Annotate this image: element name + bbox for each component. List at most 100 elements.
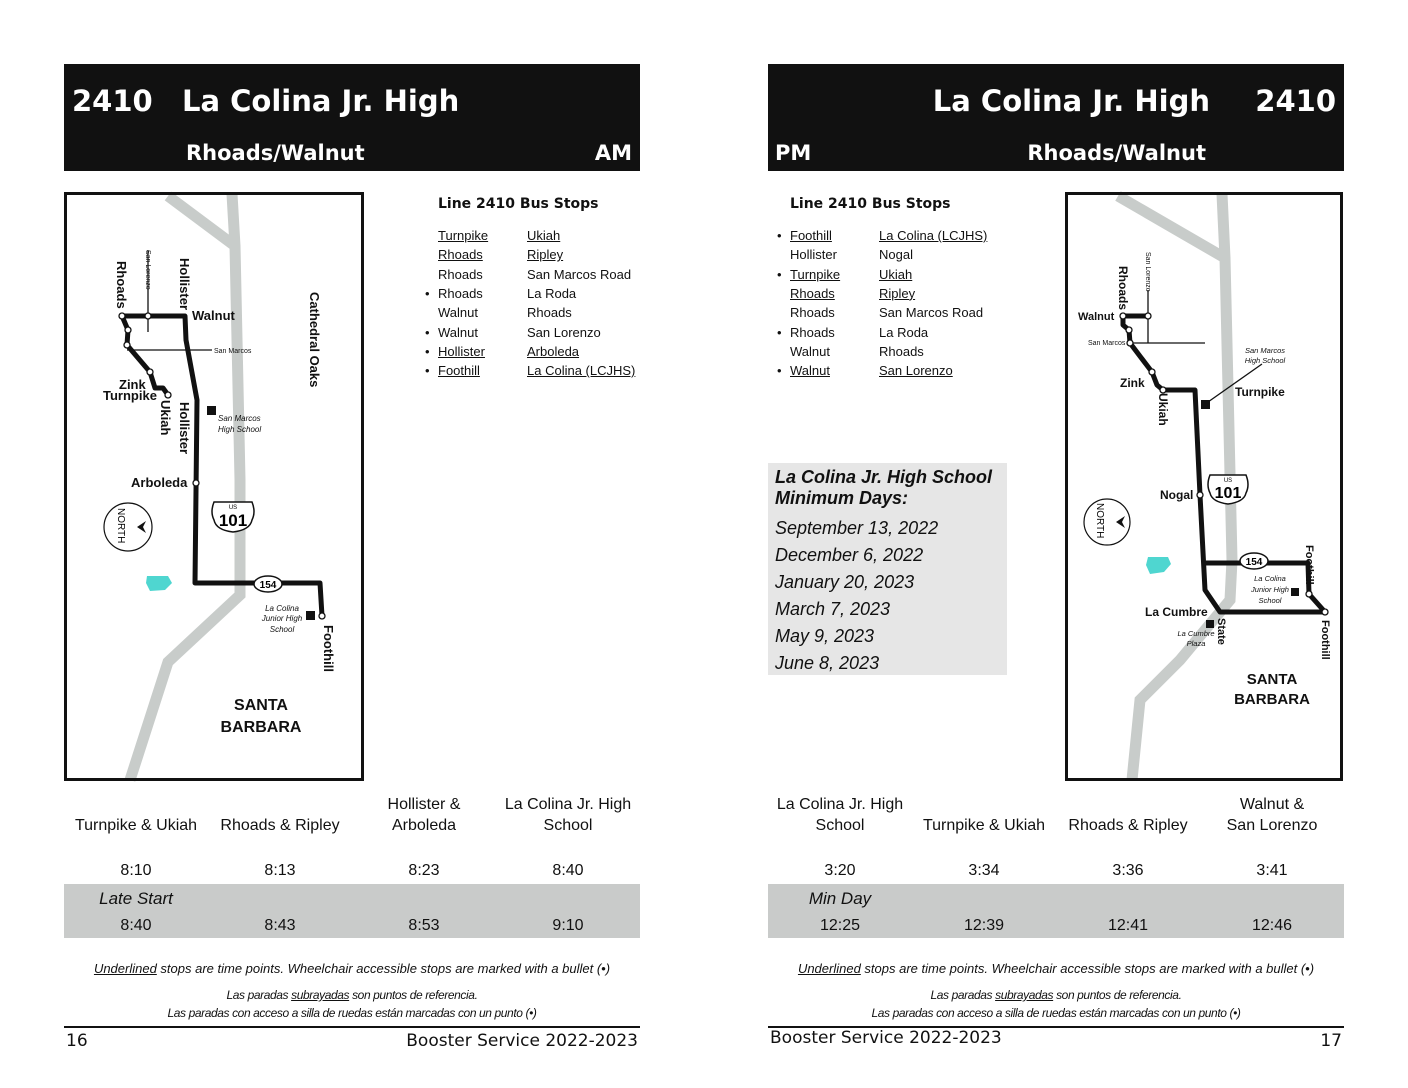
- stop-cross-street: San Marcos Road: [879, 305, 984, 321]
- stop-cross-street: Ripley: [879, 285, 916, 301]
- page-number: 17: [1320, 1031, 1342, 1051]
- route-number: 2410: [72, 84, 153, 118]
- label-foothill-top: Foothill: [1303, 545, 1315, 585]
- stop-name: Walnut: [790, 343, 830, 359]
- label-turnpike: Turnpike: [1235, 385, 1285, 399]
- school-marker: [207, 406, 216, 415]
- stop-name: Rhoads: [438, 247, 483, 263]
- label-cathedral-oaks: Cathedral Oaks: [307, 292, 322, 387]
- right-footer: Booster Service 2022-2023 17: [768, 1026, 1344, 1052]
- label-turnpike: Turnpike: [103, 388, 157, 403]
- column-header: Arboleda: [391, 817, 457, 834]
- publication-title: Booster Service 2022-2023: [770, 1028, 1002, 1048]
- accessible-bullet-icon: •: [777, 363, 782, 379]
- departure-time: 8:23: [408, 862, 440, 879]
- svg-text:101: 101: [1215, 485, 1242, 502]
- svg-text:US: US: [1224, 478, 1232, 484]
- stop-cross-street: Arboleda: [527, 343, 580, 359]
- school-marker: [1201, 400, 1210, 409]
- label-san-lorenzo: San Lorenzo: [144, 250, 151, 290]
- stop-cross-street: San Marcos Road: [527, 266, 632, 282]
- us-101-shield-icon: US 101: [1207, 474, 1249, 505]
- stop-name: Walnut: [438, 305, 478, 321]
- alt-departure-time: 12:39: [963, 917, 1005, 934]
- alt-schedule-label: Min Day: [808, 889, 872, 908]
- svg-text:154: 154: [260, 580, 277, 591]
- stop-cross-street: Ukiah: [879, 266, 913, 282]
- svg-text:154: 154: [1246, 557, 1263, 568]
- label-ukiah: Ukiah: [1156, 393, 1170, 426]
- departure-time: 8:10: [120, 862, 152, 879]
- label-arboleda: Arboleda: [131, 475, 188, 490]
- svg-text:NORTH: NORTH: [1094, 503, 1105, 538]
- stop-cross-street: Ripley: [527, 247, 564, 263]
- highway-101-road: [1115, 191, 1238, 781]
- departure-time: 3:41: [1256, 862, 1288, 879]
- stops-title: Line 2410 Bus Stops: [790, 196, 951, 212]
- area-name: Rhoads/Walnut: [1027, 141, 1206, 165]
- column-header: Turnpike & Ukiah: [922, 817, 1046, 834]
- label-san-marcos: San Marcos: [1088, 340, 1126, 347]
- departure-time: 3:34: [968, 862, 1000, 879]
- stop-cross-street: La Roda: [527, 285, 577, 301]
- stop-name: Walnut: [438, 324, 478, 340]
- stop-cross-street: San Lorenzo: [527, 324, 601, 340]
- stop-name: Rhoads: [438, 266, 483, 282]
- departure-time: 3:36: [1112, 862, 1144, 879]
- label-ukiah: Ukiah: [158, 400, 173, 435]
- accessible-bullet-icon: •: [425, 285, 430, 301]
- label-walnut: Walnut: [1078, 311, 1115, 323]
- min-days-title: La Colina Jr. High School Minimum Days:: [775, 467, 993, 508]
- column-header: San Lorenzo: [1226, 817, 1318, 834]
- column-header: La Colina Jr. High: [776, 796, 904, 813]
- label-la-cumbre: La Cumbre: [1145, 605, 1208, 619]
- stop-name: Turnpike: [790, 266, 841, 282]
- column-header: La Colina Jr. High: [504, 796, 632, 813]
- label-walnut: Walnut: [192, 308, 236, 323]
- label-lcjhs-3: School: [270, 625, 295, 634]
- stop-name: Walnut: [790, 363, 830, 379]
- min-day-date: May 9, 2023: [775, 626, 875, 646]
- accessible-bullet-icon: •: [777, 228, 782, 243]
- route-number: 2410: [1255, 84, 1336, 118]
- stop-markers: [118, 312, 326, 620]
- alt-departure-time: 12:41: [1107, 917, 1149, 934]
- north-compass-icon: NORTH: [103, 502, 153, 552]
- label-nogal: Nogal: [1160, 488, 1193, 502]
- stop-cross-street: Rhoads: [527, 305, 572, 321]
- stop-name: Hollister: [790, 247, 837, 263]
- stop-name: Rhoads: [790, 285, 835, 301]
- departure-time: 8:13: [264, 862, 296, 879]
- min-day-date: March 7, 2023: [775, 599, 891, 619]
- svg-text:101: 101: [219, 511, 247, 530]
- svg-text:NORTH: NORTH: [115, 508, 126, 543]
- minimum-days-box: La Colina Jr. High School Minimum Days: …: [768, 463, 1007, 675]
- stop-name: Turnpike: [438, 228, 489, 243]
- departure-time: 3:20: [824, 862, 856, 879]
- label-barbara: BARBARA: [221, 719, 302, 736]
- lake-shape: [1146, 557, 1171, 574]
- hwy-154-shield-icon: 154: [253, 575, 283, 593]
- stop-cross-street: Nogal: [879, 247, 913, 263]
- north-compass-icon: NORTH: [1083, 498, 1131, 546]
- alt-departure-time: 9:10: [552, 917, 584, 934]
- stop-name: Rhoads: [438, 285, 483, 301]
- column-header: Rhoads & Ripley: [1068, 817, 1188, 834]
- alt-departure-time: 8:40: [120, 917, 152, 934]
- publication-title: Booster Service 2022-2023: [406, 1031, 638, 1051]
- alt-schedule-band: [768, 884, 1344, 938]
- label-zink: Zink: [1120, 376, 1145, 390]
- label-foothill: Foothill: [321, 625, 336, 672]
- school-marker: [306, 611, 315, 620]
- label-lcjhs: La Colina: [265, 604, 299, 613]
- alt-departure-time: 8:53: [408, 917, 440, 934]
- accessible-bullet-icon: •: [777, 266, 782, 282]
- label-smhs: San Marcos: [218, 414, 261, 423]
- alt-departure-time: 12:25: [819, 917, 861, 934]
- right-header: La Colina Jr. High 2410 PM Rhoads/Walnut: [768, 64, 1344, 171]
- label-santa: SANTA: [234, 697, 288, 714]
- alt-departure-time: 12:46: [1251, 917, 1293, 934]
